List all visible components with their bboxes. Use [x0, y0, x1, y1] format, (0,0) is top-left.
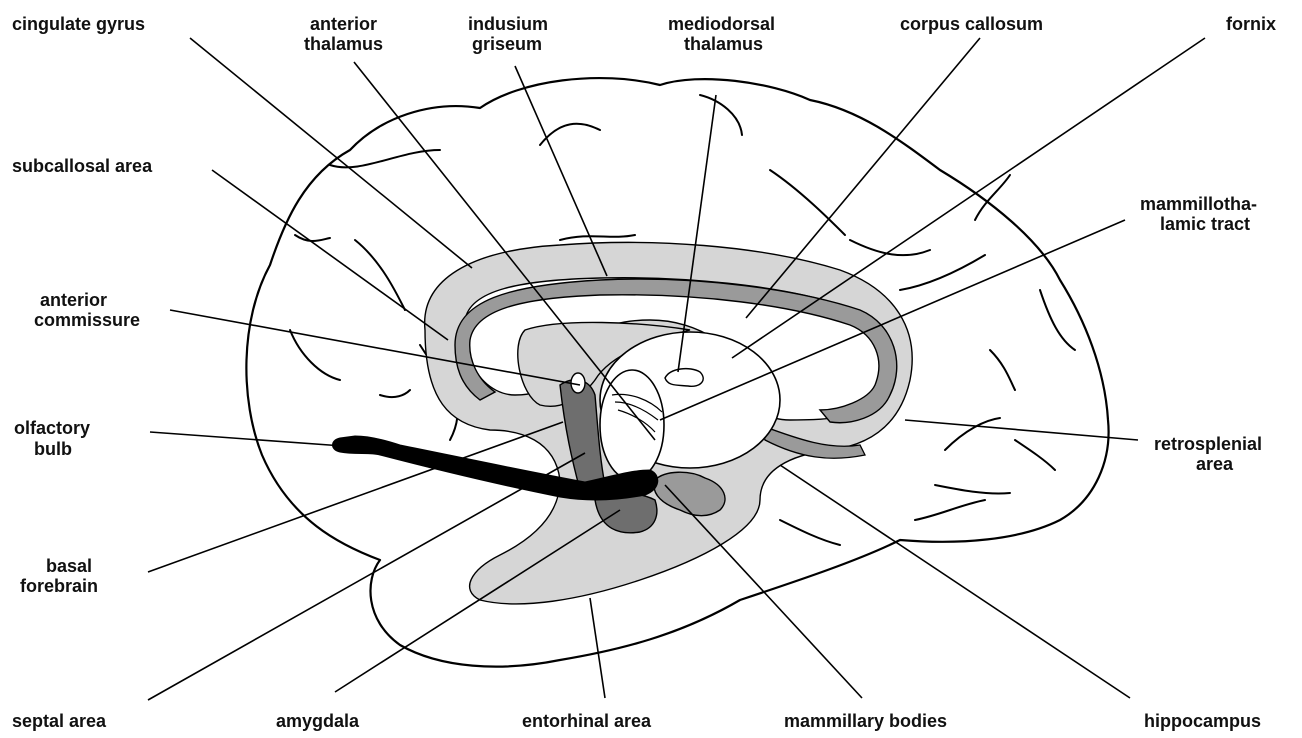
- label-mammillothalamic-tract-line2: lamic tract: [1160, 214, 1250, 234]
- label-indusium-griseum-line2: griseum: [472, 34, 542, 54]
- label-anterior-commissure-line2: commissure: [34, 310, 140, 330]
- label-mediodorsal-thalamus-line2: thalamus: [684, 34, 763, 54]
- label-subcallosal-area: subcallosal area: [12, 156, 153, 176]
- label-basal-forebrain-line1: basal: [46, 556, 92, 576]
- label-olfactory-bulb-line1: olfactory: [14, 418, 90, 438]
- label-retrosplenial-area-line2: area: [1196, 454, 1234, 474]
- label-hippocampus: hippocampus: [1144, 711, 1261, 731]
- label-amygdala: amygdala: [276, 711, 360, 731]
- label-cingulate-gyrus: cingulate gyrus: [12, 14, 145, 34]
- label-retrosplenial-area-line1: retrosplenial: [1154, 434, 1262, 454]
- label-corpus-callosum: corpus callosum: [900, 14, 1043, 34]
- label-mammillothalamic-tract-line1: mammillotha-: [1140, 194, 1257, 214]
- label-olfactory-bulb-line2: bulb: [34, 439, 72, 459]
- label-basal-forebrain-line2: forebrain: [20, 576, 98, 596]
- label-mediodorsal-thalamus-line1: mediodorsal: [668, 14, 775, 34]
- label-indusium-griseum-line1: indusium: [468, 14, 548, 34]
- label-mammillary-bodies: mammillary bodies: [784, 711, 947, 731]
- label-anterior-thalamus-line2: thalamus: [304, 34, 383, 54]
- label-anterior-thalamus-line1: anterior: [310, 14, 377, 34]
- label-fornix: fornix: [1226, 14, 1276, 34]
- label-anterior-commissure-line1: anterior: [40, 290, 107, 310]
- label-entorhinal-area: entorhinal area: [522, 711, 652, 731]
- label-septal-area: septal area: [12, 711, 107, 731]
- anterior-thalamus-oval: [600, 370, 664, 480]
